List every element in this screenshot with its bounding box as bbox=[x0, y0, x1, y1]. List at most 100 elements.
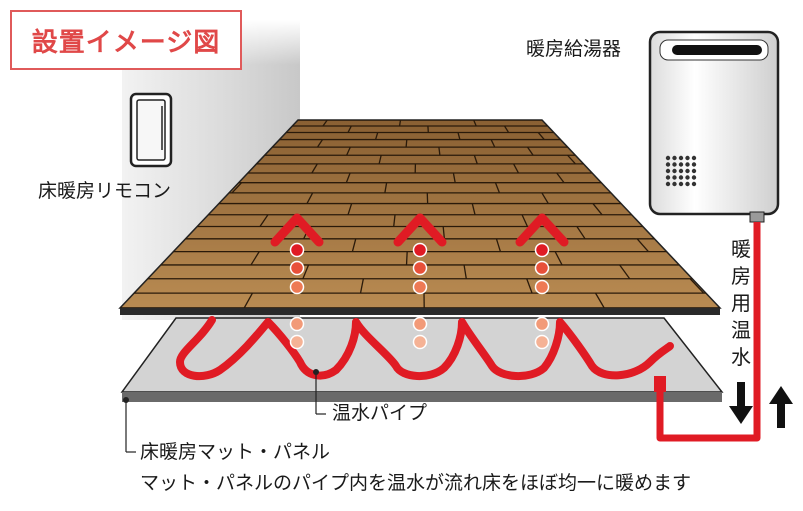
heat-dot bbox=[289, 279, 305, 295]
plank-seam bbox=[306, 192, 314, 204]
plank-seam bbox=[537, 132, 545, 141]
plank-seam bbox=[250, 251, 260, 266]
plank-seam bbox=[494, 182, 501, 194]
plank-seam bbox=[521, 214, 529, 227]
remote-label: 床暖房リモコン bbox=[38, 180, 172, 202]
grille-hole bbox=[691, 155, 697, 161]
plank-seam bbox=[346, 146, 351, 156]
plank-seam bbox=[512, 163, 520, 174]
plank-seam bbox=[374, 132, 379, 140]
plank-seam bbox=[457, 132, 461, 140]
grille-hole bbox=[691, 175, 697, 180]
plank-seam bbox=[259, 214, 269, 227]
heater-label: 暖房給湯器 bbox=[526, 38, 622, 60]
plank-seam bbox=[351, 238, 357, 252]
heat-rise-indicators bbox=[270, 213, 569, 350]
plank-seam bbox=[526, 278, 533, 294]
plank-seam bbox=[556, 172, 565, 184]
plank-seam bbox=[576, 226, 586, 240]
plank-seam bbox=[463, 264, 467, 279]
caption: マット・パネルのパイプ内を温水が流れ床をほぼ均一に暖めます bbox=[140, 472, 692, 494]
grille-hole bbox=[665, 168, 671, 174]
grille-hole bbox=[672, 162, 677, 167]
plank-seam bbox=[636, 238, 649, 253]
plank-seam bbox=[503, 125, 510, 133]
grille-hole bbox=[672, 168, 677, 174]
heat-dot bbox=[289, 334, 305, 350]
plank-seam bbox=[619, 264, 631, 280]
heat-dot bbox=[534, 279, 550, 295]
pipe-label: 温水パイプ bbox=[332, 402, 428, 424]
heat-dot bbox=[412, 279, 428, 295]
grille-hole bbox=[678, 168, 684, 174]
heat-dot bbox=[412, 242, 428, 258]
heat-dot bbox=[412, 316, 428, 332]
plank-seam bbox=[554, 251, 563, 266]
heat-dot bbox=[289, 316, 305, 332]
plank-seam bbox=[405, 251, 408, 265]
grille-hole bbox=[685, 162, 690, 167]
heat-dot bbox=[534, 334, 550, 350]
plank-seam bbox=[594, 292, 605, 308]
plank-seam bbox=[378, 155, 382, 165]
plank-seam bbox=[347, 125, 352, 133]
plank-seam bbox=[311, 163, 318, 174]
plank-seam bbox=[405, 139, 408, 148]
grille-hole bbox=[665, 175, 671, 180]
plank-seam bbox=[526, 146, 534, 156]
grille-hole bbox=[672, 181, 677, 187]
mat-panel-label: 床暖房マット・パネル bbox=[140, 441, 331, 463]
plank-seam bbox=[689, 278, 705, 294]
page-title: 設置イメージ図 bbox=[31, 27, 221, 58]
grille-hole bbox=[685, 181, 690, 187]
heat-up-arrow-icon bbox=[515, 213, 569, 247]
plank-seam bbox=[473, 155, 478, 165]
hot-water-pipe bbox=[176, 316, 674, 381]
heat-up-arrow-icon bbox=[393, 213, 447, 247]
grille-hole bbox=[672, 155, 677, 161]
plank-seam bbox=[393, 214, 396, 227]
grille-hole bbox=[691, 162, 697, 167]
grille-hole bbox=[691, 181, 697, 187]
heat-dot bbox=[289, 260, 305, 276]
plank-seam bbox=[592, 203, 603, 216]
grille-hole bbox=[678, 162, 684, 167]
hot-water-label: 暖房用温水 bbox=[731, 237, 751, 369]
heat-dot bbox=[289, 242, 305, 258]
plank-seam bbox=[384, 182, 388, 193]
remote-control-icon bbox=[129, 92, 173, 168]
plank-seam bbox=[347, 203, 353, 215]
heat-dot bbox=[534, 242, 550, 258]
plank-seam bbox=[490, 139, 496, 148]
plank-seam bbox=[442, 226, 446, 239]
plank-seam bbox=[302, 264, 310, 280]
supply-pipe bbox=[656, 222, 761, 442]
grille-hole bbox=[685, 175, 690, 180]
grille-hole bbox=[672, 175, 677, 180]
grille-hole bbox=[678, 155, 684, 161]
title-box: 設置イメージ図 bbox=[10, 10, 242, 70]
plank-seam bbox=[567, 154, 576, 165]
plank-seam bbox=[231, 182, 243, 194]
plank-seam bbox=[398, 120, 402, 127]
grille-hole bbox=[685, 155, 690, 161]
plank-seam bbox=[438, 147, 441, 156]
plank-seam bbox=[452, 172, 456, 183]
heat-dot bbox=[412, 334, 428, 350]
grille-hole bbox=[665, 181, 671, 187]
plank-seam bbox=[322, 120, 328, 127]
heater-unit-icon bbox=[648, 30, 780, 223]
plank-seam bbox=[359, 278, 364, 294]
plank-seam bbox=[243, 292, 254, 308]
heat-dot bbox=[534, 260, 550, 276]
heat-up-arrow-icon bbox=[270, 213, 324, 247]
heat-dot bbox=[534, 316, 550, 332]
heat-dot bbox=[412, 260, 428, 276]
plank-seam bbox=[473, 120, 477, 127]
plank-seam bbox=[495, 238, 502, 252]
grille-hole bbox=[685, 168, 690, 174]
plank-seam bbox=[541, 192, 549, 204]
plank-seam bbox=[471, 203, 476, 215]
plank-seam bbox=[345, 172, 351, 183]
